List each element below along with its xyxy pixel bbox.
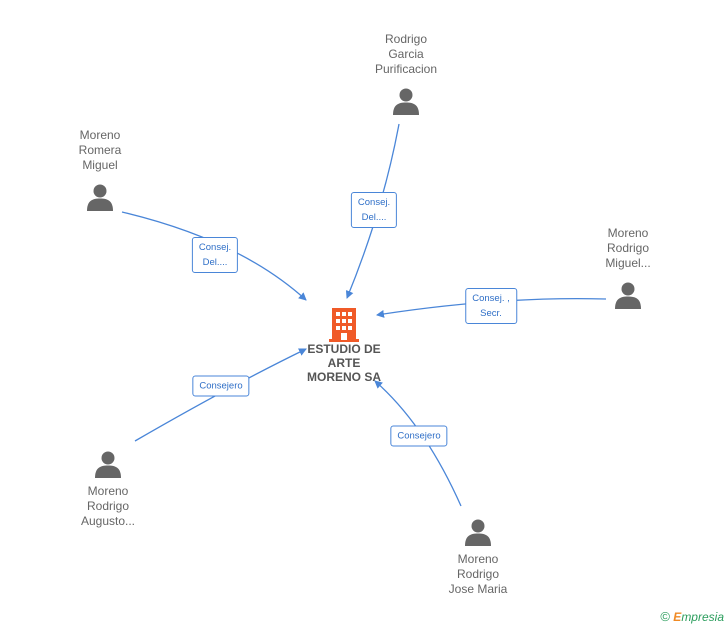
role-label-moreno-rodrigo-miguel[interactable]: Consej. , Secr. [465, 288, 517, 324]
person-name: Rodrigo Garcia Purificacion [374, 32, 438, 76]
company-node[interactable]: ESTUDIO DE ARTE MORENO SA [294, 308, 394, 384]
person-node-moreno-rodrigo-miguel[interactable]: Moreno Rodrigo Miguel... [568, 226, 688, 309]
person-icon [393, 88, 419, 115]
person-name: Moreno Rodrigo Jose Maria [448, 552, 508, 596]
person-name: Moreno Rodrigo Miguel... [605, 226, 651, 270]
person-icon [615, 282, 641, 309]
brand-logo: © Empresia [660, 609, 724, 624]
person-name: Moreno Rodrigo Augusto... [80, 484, 136, 528]
role-label-moreno-rodrigo-jose[interactable]: Consejero [390, 425, 448, 447]
role-label-moreno-romera[interactable]: Consej. Del.... [191, 237, 239, 273]
person-icon [465, 519, 491, 546]
person-name: Moreno Romera Miguel [78, 128, 122, 172]
company-name: ESTUDIO DE ARTE MORENO SA [306, 342, 381, 384]
person-node-rodrigo-garcia[interactable]: Rodrigo Garcia Purificacion [346, 32, 466, 115]
person-node-moreno-romera[interactable]: Moreno Romera Miguel [40, 128, 160, 211]
person-node-moreno-rodrigo-jose[interactable]: Moreno Rodrigo Jose Maria [418, 518, 538, 597]
person-icon [95, 451, 121, 478]
role-label-moreno-rodrigo-augusto[interactable]: Consejero [192, 375, 250, 397]
person-icon [87, 184, 113, 211]
brand-initial: E [673, 610, 682, 624]
building-icon [329, 308, 359, 342]
copyright-icon: © [660, 609, 670, 624]
person-node-moreno-rodrigo-augusto[interactable]: Moreno Rodrigo Augusto... [48, 450, 168, 529]
brand-name: mpresia [681, 610, 724, 624]
role-label-rodrigo-garcia[interactable]: Consej. Del.... [350, 192, 398, 228]
